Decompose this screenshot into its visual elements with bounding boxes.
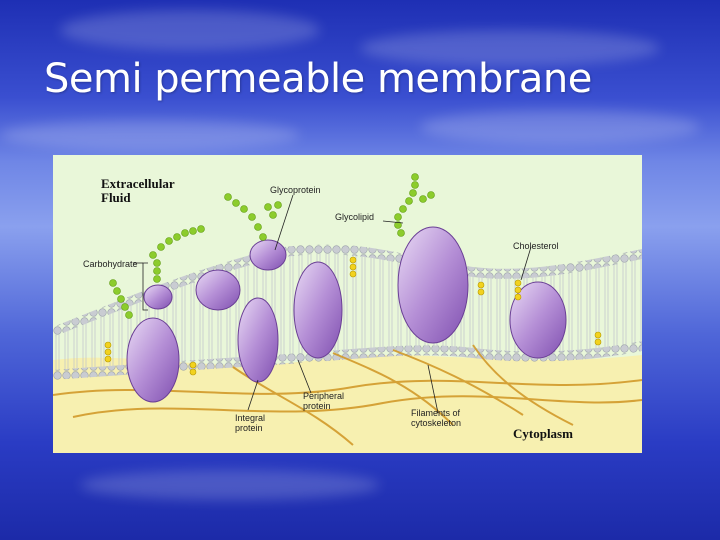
small-protein <box>143 284 173 310</box>
label-leader-lines <box>133 194 532 414</box>
membrane-proteins <box>126 226 567 403</box>
label-filaments-of-cytoskeleton: Filaments of cytoskeleton <box>411 408 462 428</box>
membrane-illustration <box>53 173 642 453</box>
integral-protein-2 <box>237 297 279 383</box>
lipid-heads-lower <box>53 341 642 380</box>
label-glycoprotein: Glycoprotein <box>270 185 321 195</box>
glycoprotein-body <box>249 239 287 271</box>
label-extracellular-fluid: Extracellular Fluid <box>101 176 175 205</box>
integral-protein-3 <box>293 261 343 359</box>
cytoplasm-region <box>53 355 642 453</box>
membrane-diagram: Extracellular Fluid Glycoprotein Glycoli… <box>53 155 642 453</box>
label-carbohydrate: Carbohydrate <box>83 259 138 269</box>
label-peripheral-protein: Peripheral protein <box>303 391 345 411</box>
lipid-heads-upper <box>53 244 642 337</box>
integral-protein-5 <box>509 281 567 359</box>
label-cholesterol: Cholesterol <box>513 241 559 251</box>
slide-title: Semi permeable membrane <box>44 56 592 102</box>
carbohydrate-chains <box>109 173 435 319</box>
label-glycolipid: Glycolipid <box>335 212 375 222</box>
cholesterol-molecules <box>104 256 602 376</box>
integral-protein-4 <box>397 226 469 344</box>
integral-protein-1 <box>126 317 180 403</box>
label-integral-protein: Integral protein <box>235 413 266 433</box>
label-cytoplasm: Cytoplasm <box>513 426 573 441</box>
peripheral-protein <box>195 269 241 311</box>
